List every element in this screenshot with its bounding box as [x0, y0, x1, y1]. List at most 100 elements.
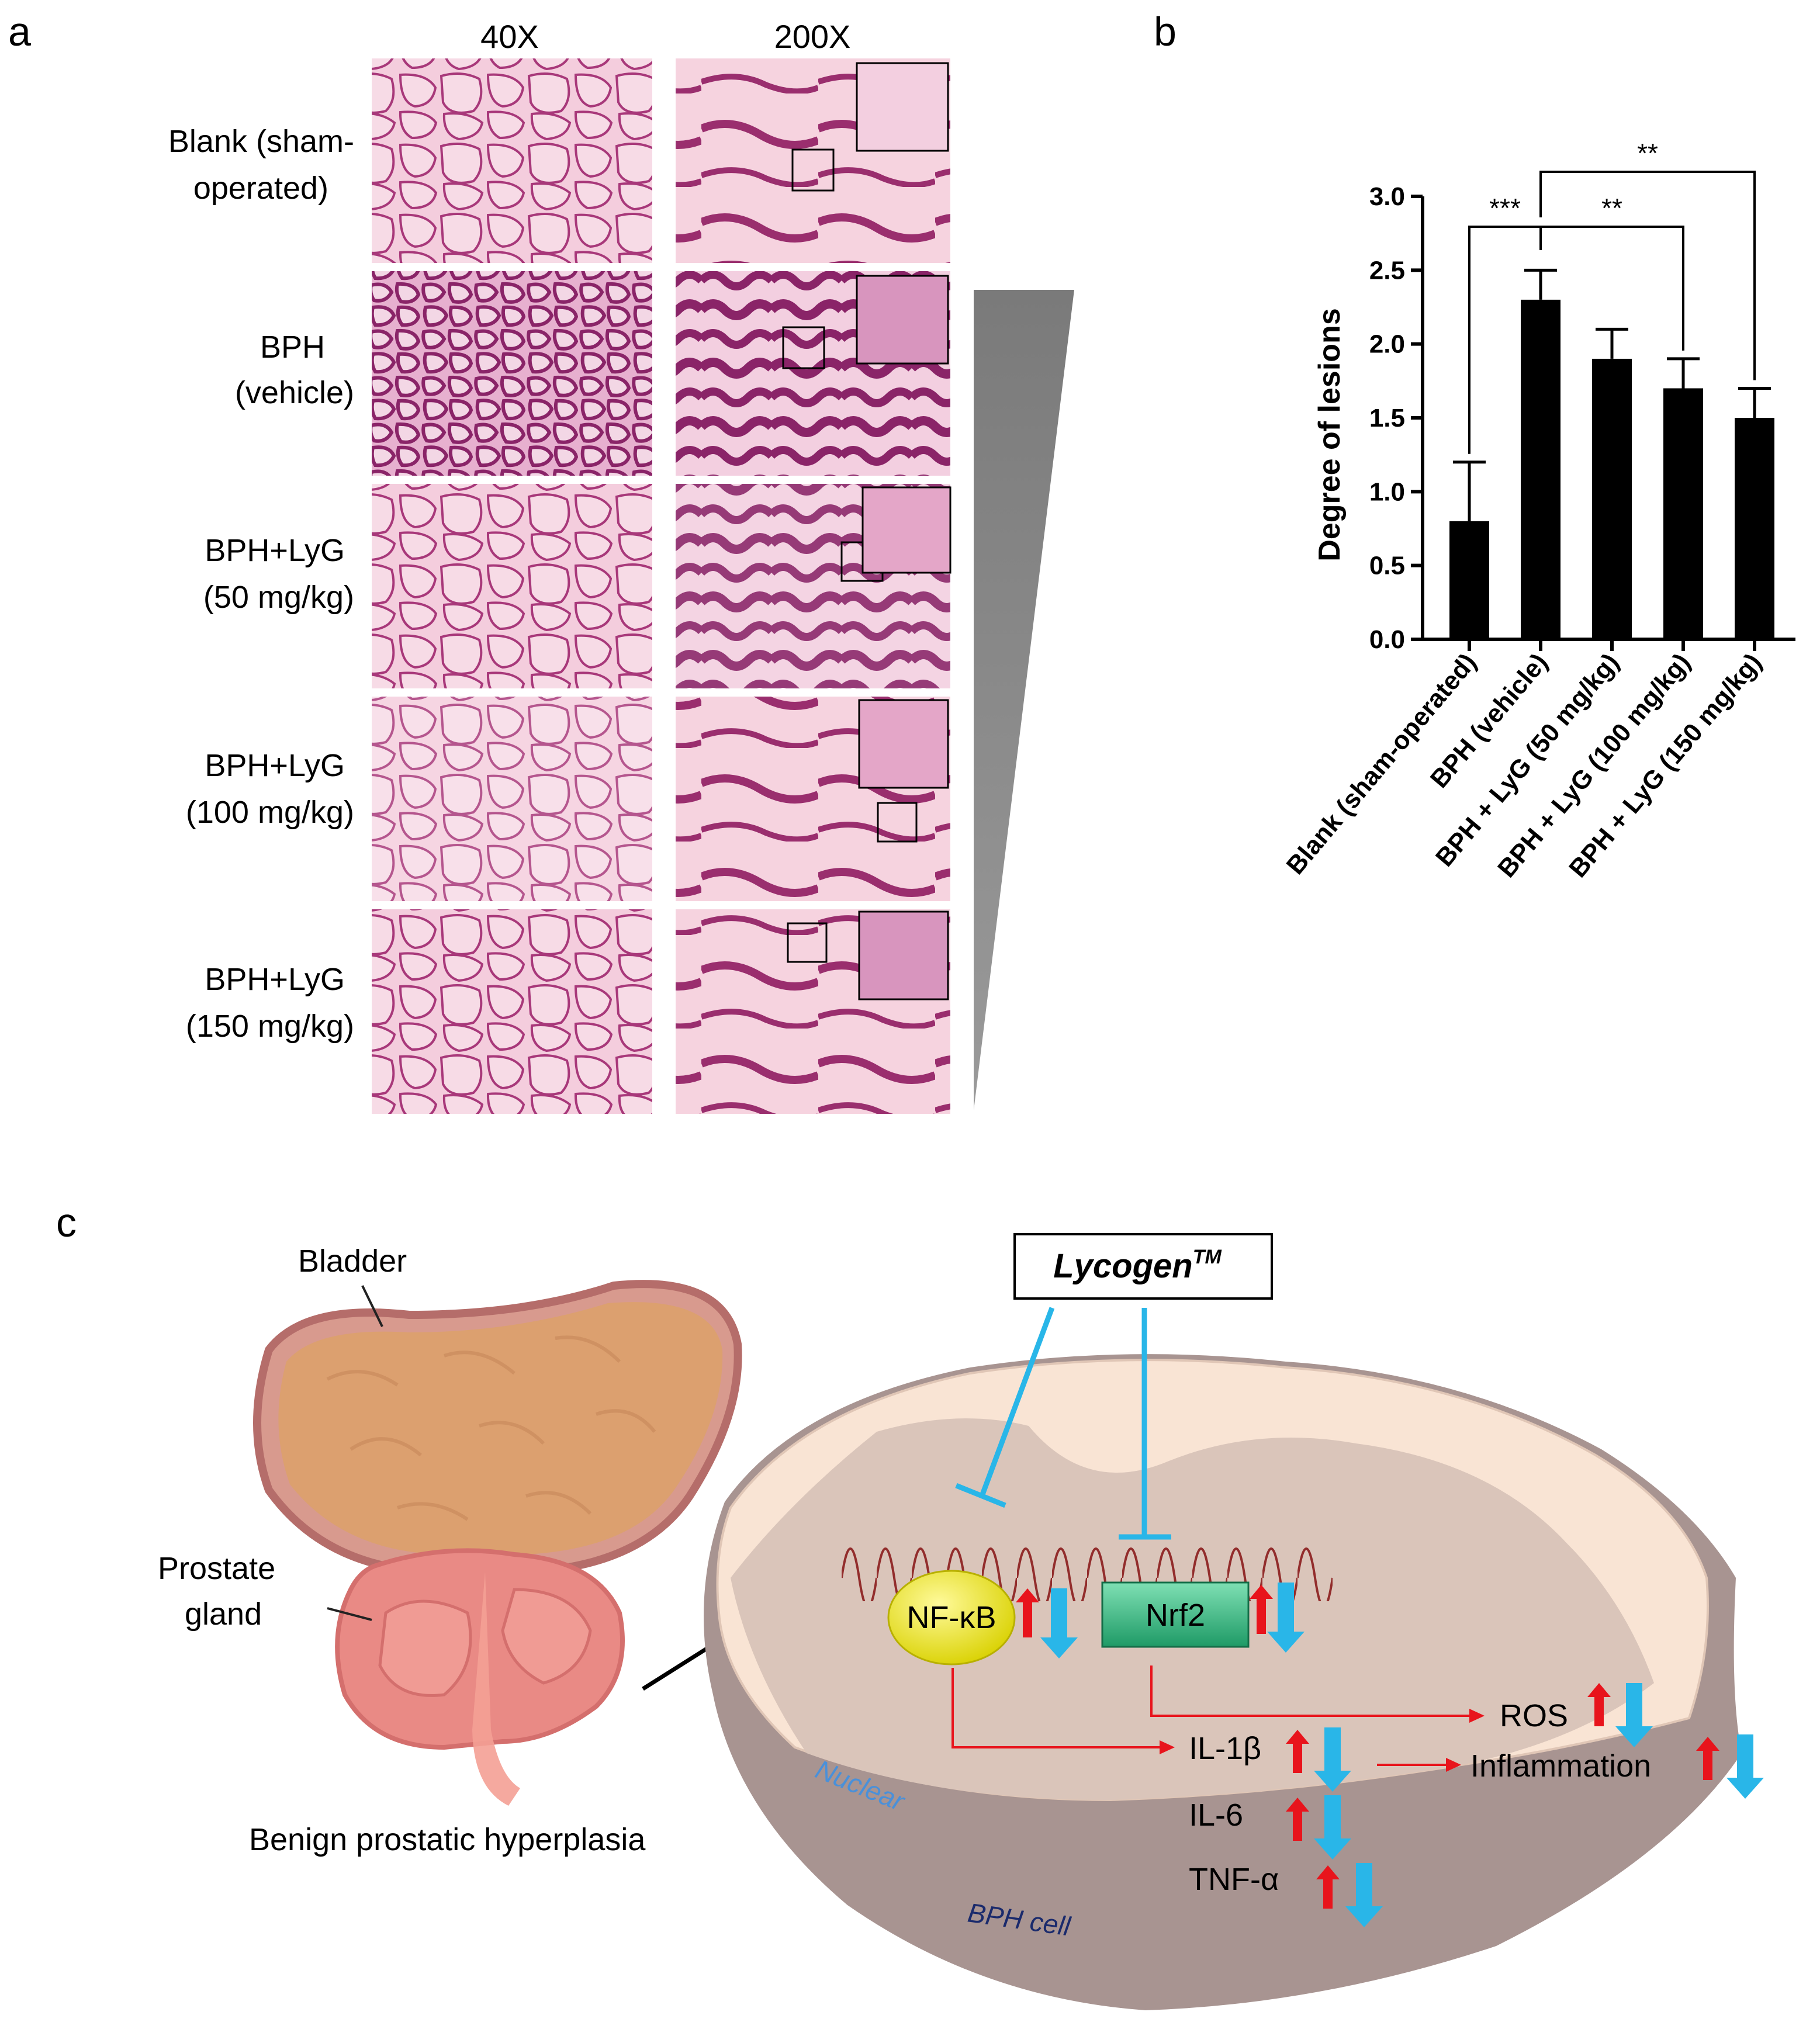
ros-up-arrow — [1587, 1683, 1611, 1726]
panel-c: c Bladder Prostate gland Benign prostati… — [56, 1200, 1764, 2010]
down-arrow-head — [1314, 1771, 1351, 1792]
row-labels: Blank (sham- operated) BPH (vehicle) BPH… — [168, 124, 354, 1044]
zoom-box-bph — [782, 326, 825, 369]
nfkb-label: NF-κB — [907, 1600, 996, 1635]
down-arrow-head — [1040, 1637, 1078, 1658]
row-label-bph-1: BPH — [260, 330, 325, 365]
bladder-label: Bladder — [298, 1244, 407, 1279]
inset-lyg50 — [861, 486, 951, 574]
row-label-bph-2: (vehicle) — [235, 375, 354, 410]
il6-up-arrow — [1286, 1798, 1309, 1841]
il6-label: IL-6 — [1189, 1798, 1243, 1833]
y-tick-label: 2.0 — [1369, 330, 1405, 359]
down-arrow-shaft — [1737, 1734, 1753, 1779]
panel-b: b Degree of lesions 0.00.51.01.52.02.53.… — [1154, 9, 1795, 883]
panel-a-label: a — [8, 9, 31, 54]
panel-c-label: c — [56, 1200, 77, 1245]
significance-label: ** — [1601, 193, 1622, 223]
zoom-box-lyg100 — [877, 802, 918, 843]
row-label-lyg50-2: (50 mg/kg) — [203, 580, 354, 615]
nfkb-node — [887, 1570, 1016, 1665]
down-arrow-shaft — [1356, 1863, 1372, 1907]
bar — [1735, 418, 1774, 639]
nrf2-up-arrow — [1250, 1585, 1273, 1634]
up-arrow-shaft — [1257, 1597, 1266, 1634]
bladder-illustration — [253, 1280, 742, 1576]
nrf2-node — [1101, 1581, 1250, 1648]
inflammation-down-arrow — [1726, 1734, 1764, 1799]
y-tick-label: 1.5 — [1369, 404, 1405, 432]
lycogen-tm: TM — [1193, 1246, 1222, 1268]
dose-wedge — [974, 290, 1074, 1110]
tnfa-up-arrow — [1316, 1865, 1340, 1909]
col-header-40x: 40X — [480, 18, 539, 55]
inset-lyg150 — [858, 910, 949, 1000]
bladder-pointer — [361, 1285, 383, 1327]
ros-label: ROS — [1500, 1698, 1568, 1733]
prostate-label-2: gland — [185, 1597, 262, 1632]
significance-bracket — [1468, 226, 1542, 454]
tnfa-down-arrow — [1345, 1863, 1383, 1927]
nfkb-up-arrow — [1016, 1588, 1039, 1637]
significance-bracket — [1539, 171, 1756, 380]
panel-a: a 40X 200X Blank (sham- operated) BPH (v… — [8, 9, 1074, 1114]
row-label-lyg150-2: (150 mg/kg) — [186, 1009, 354, 1044]
up-arrow-head — [1286, 1798, 1309, 1812]
prostate-pointer — [327, 1607, 372, 1621]
up-arrow-head — [1250, 1585, 1273, 1599]
up-arrow-head — [1316, 1865, 1340, 1879]
significance-label: *** — [1489, 193, 1521, 223]
bar — [1592, 358, 1632, 639]
up-arrow-shaft — [1323, 1877, 1333, 1909]
y-tick-label: 0.0 — [1369, 625, 1405, 654]
lycogen-label: LycogenTM — [1053, 1246, 1222, 1285]
inset-lyg100 — [858, 699, 949, 789]
ros-down-arrow — [1615, 1683, 1653, 1747]
up-arrow-head — [1286, 1730, 1309, 1744]
lycogen-name: Lycogen — [1053, 1247, 1193, 1285]
row-label-lyg100-2: (100 mg/kg) — [186, 795, 354, 830]
down-arrow-shaft — [1278, 1583, 1294, 1633]
row-label-lyg150-1: BPH+LyG — [205, 962, 345, 997]
up-arrow-head — [1016, 1588, 1039, 1602]
row-label-lyg50-1: BPH+LyG — [205, 533, 345, 568]
lycogen-box — [1013, 1233, 1273, 1300]
bar — [1521, 299, 1561, 639]
nfkb-down-arrow — [1040, 1588, 1078, 1658]
prostate-label-1: Prostate — [158, 1551, 275, 1586]
down-arrow-head — [1615, 1726, 1653, 1747]
row-label-lyg100-1: BPH+LyG — [205, 748, 345, 783]
up-arrow-shaft — [1293, 1809, 1302, 1841]
micrograph-40x-lyg100 — [372, 697, 652, 901]
up-arrow-shaft — [1293, 1741, 1302, 1773]
inflammation-up-arrow — [1696, 1737, 1719, 1780]
significance-label: ** — [1637, 138, 1658, 168]
down-arrow-shaft — [1324, 1795, 1341, 1840]
down-arrow-head — [1314, 1838, 1351, 1860]
row-label-blank-2: operated) — [193, 171, 328, 206]
up-arrow-head — [1696, 1737, 1719, 1751]
il1b-down-arrow — [1314, 1727, 1351, 1792]
down-arrow-head — [1345, 1906, 1383, 1927]
significance-bracket — [1539, 226, 1684, 351]
inhibition-lines — [955, 1307, 1171, 1540]
y-tick-label: 2.5 — [1369, 256, 1405, 285]
inflammation-label: Inflammation — [1470, 1748, 1651, 1784]
row-label-blank-1: Blank (sham- — [168, 124, 354, 159]
micrographs-40x — [372, 58, 652, 1114]
tnfa-label: TNF-α — [1189, 1862, 1279, 1897]
bar — [1449, 521, 1489, 639]
zoom-box-blank — [791, 148, 835, 192]
bar — [1663, 388, 1703, 639]
up-arrow-shaft — [1594, 1695, 1604, 1726]
micrograph-40x-lyg150 — [372, 909, 652, 1114]
panel-b-label: b — [1154, 9, 1177, 54]
micrographs-200x — [676, 58, 951, 1114]
down-arrow-shaft — [1626, 1683, 1642, 1727]
y-axis-title: Degree of lesions — [1313, 308, 1347, 561]
micrograph-40x-blank — [372, 58, 652, 263]
y-tick-label: 1.0 — [1369, 477, 1405, 506]
inset-blank — [856, 62, 949, 152]
il1b-label: IL-1β — [1189, 1731, 1261, 1766]
